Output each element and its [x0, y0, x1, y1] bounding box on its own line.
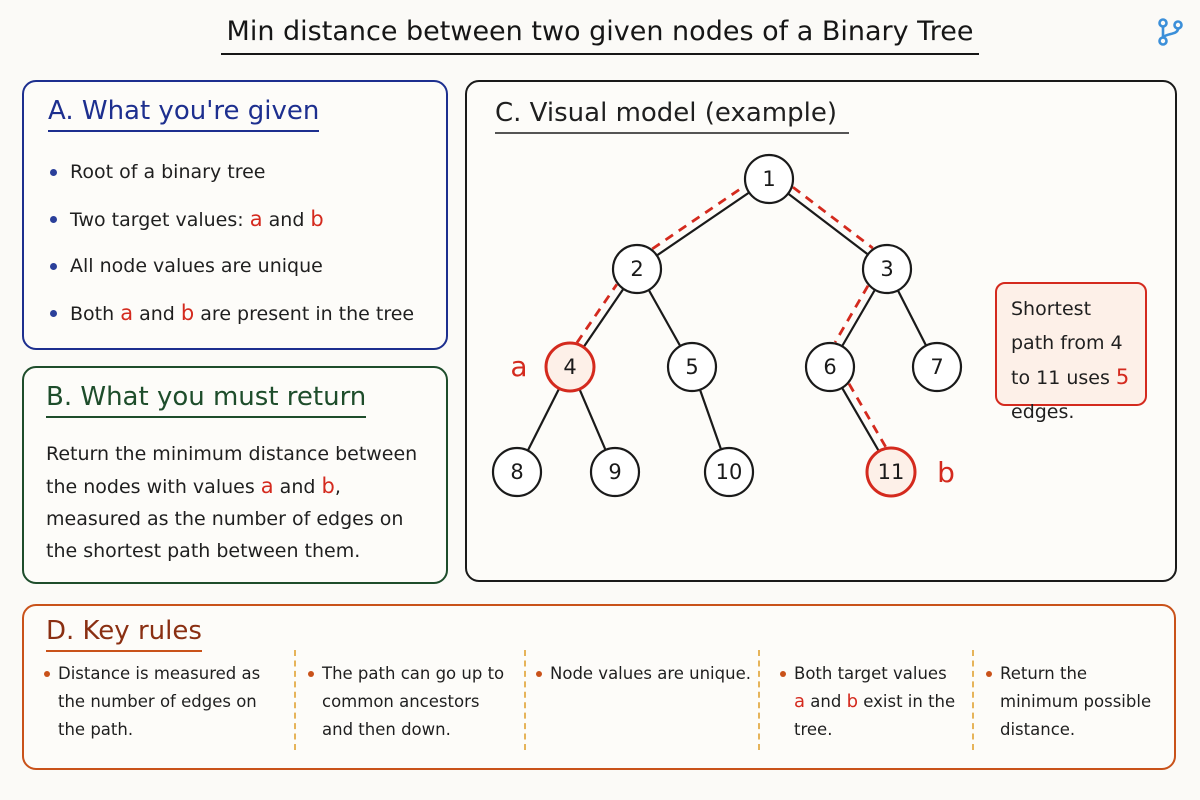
- git-branch-icon: [1158, 18, 1183, 46]
- tree-node-label-5: 5: [685, 355, 698, 379]
- var-a: a: [260, 474, 274, 498]
- var-b: b: [310, 207, 324, 231]
- rule-divider: [524, 650, 526, 750]
- tree-node-9: [589, 446, 641, 498]
- rule-divider: [972, 650, 974, 750]
- tree-node-10: [703, 446, 755, 498]
- return-description: Return the minimum distance between the …: [46, 443, 418, 562]
- var-b: b: [321, 474, 335, 498]
- tree-node-8: [491, 446, 543, 498]
- path-segment-6-11: [847, 383, 888, 448]
- tree-node-2: [611, 243, 663, 295]
- given-list: Root of a binary tree Two target values:…: [48, 158, 414, 346]
- rule-bullet: [536, 671, 542, 677]
- binary-tree-diagram: 1 2 3 4 5 6 7 8 9 10 11 a b: [491, 153, 963, 498]
- tree-node-label-9: 9: [608, 460, 621, 484]
- tree-node-label-11: 11: [878, 460, 905, 484]
- shortest-path-note: Shortest path from 4 to 11 uses 5 edges.: [995, 282, 1147, 423]
- edge-count: 5: [1115, 365, 1130, 389]
- tree-node-label-2: 2: [630, 257, 643, 281]
- rule-item: Return the minimum possible distance.: [986, 660, 1162, 744]
- rule-bullet: [44, 671, 50, 677]
- label-b: b: [937, 456, 955, 489]
- rule-item: Both target values a and b exist in the …: [780, 660, 956, 744]
- section-key-rules: D. Key rules Distance is measured as the…: [22, 604, 1176, 770]
- tree-node-4: [544, 341, 596, 393]
- section-visual-model: C. Visual model (example) 1 2 3 4 5 6 7 8 9 10 11 a…: [465, 80, 1177, 582]
- section-given-heading: A. What you're given: [48, 96, 320, 132]
- section-return-heading: B. What you must return: [46, 382, 367, 418]
- rule-bullet: [780, 671, 786, 677]
- rule-item: Node values are unique.: [536, 660, 756, 688]
- tree-node-label-10: 10: [716, 460, 743, 484]
- var-a: a: [794, 691, 806, 712]
- var-b: b: [846, 691, 859, 712]
- path-segment-4-2: [575, 283, 619, 344]
- tree-node-11: [865, 446, 917, 498]
- tree-node-label-3: 3: [880, 257, 893, 281]
- section-return: B. What you must return Return the minim…: [22, 366, 448, 584]
- rule-item: The path can go up to common ancestors a…: [308, 660, 508, 744]
- tree-node-6: [804, 341, 856, 393]
- rule-bullet: [986, 671, 992, 677]
- tree-node-3: [861, 243, 913, 295]
- path-segment-3-6: [833, 285, 870, 343]
- tree-node-label-8: 8: [510, 460, 523, 484]
- section-rules-heading: D. Key rules: [46, 616, 202, 652]
- rule-divider: [758, 650, 760, 750]
- var-b: b: [180, 301, 195, 325]
- rule-item: Distance is measured as the number of ed…: [44, 660, 284, 744]
- given-item: Root of a binary tree: [48, 158, 414, 205]
- tree-node-label-6: 6: [823, 355, 836, 379]
- page-title: Min distance between two given nodes of …: [0, 16, 1200, 55]
- given-item: All node values are unique: [48, 252, 414, 299]
- given-item: Two target values: a and b: [48, 205, 414, 252]
- var-a: a: [120, 301, 134, 325]
- path-segment-1-3: [792, 186, 874, 250]
- section-given: A. What you're given Root of a binary tr…: [22, 80, 448, 350]
- tree-node-1: [743, 153, 795, 205]
- rule-bullet: [308, 671, 314, 677]
- tree-edge-1-2: [636, 178, 770, 270]
- label-a: a: [510, 350, 527, 383]
- tree-node-label-7: 7: [930, 355, 943, 379]
- tree-node-label-1: 1: [762, 167, 775, 191]
- branch-line: [1161, 25, 1180, 39]
- tree-node-5: [666, 341, 718, 393]
- given-item: Both a and b are present in the tree: [48, 299, 414, 346]
- tree-node-7: [911, 341, 963, 393]
- section-visual-heading: C. Visual model (example): [495, 98, 849, 134]
- path-segment-2-1: [651, 184, 746, 251]
- tree-node-label-4: 4: [563, 355, 576, 379]
- var-a: a: [249, 207, 263, 231]
- rule-divider: [294, 650, 296, 750]
